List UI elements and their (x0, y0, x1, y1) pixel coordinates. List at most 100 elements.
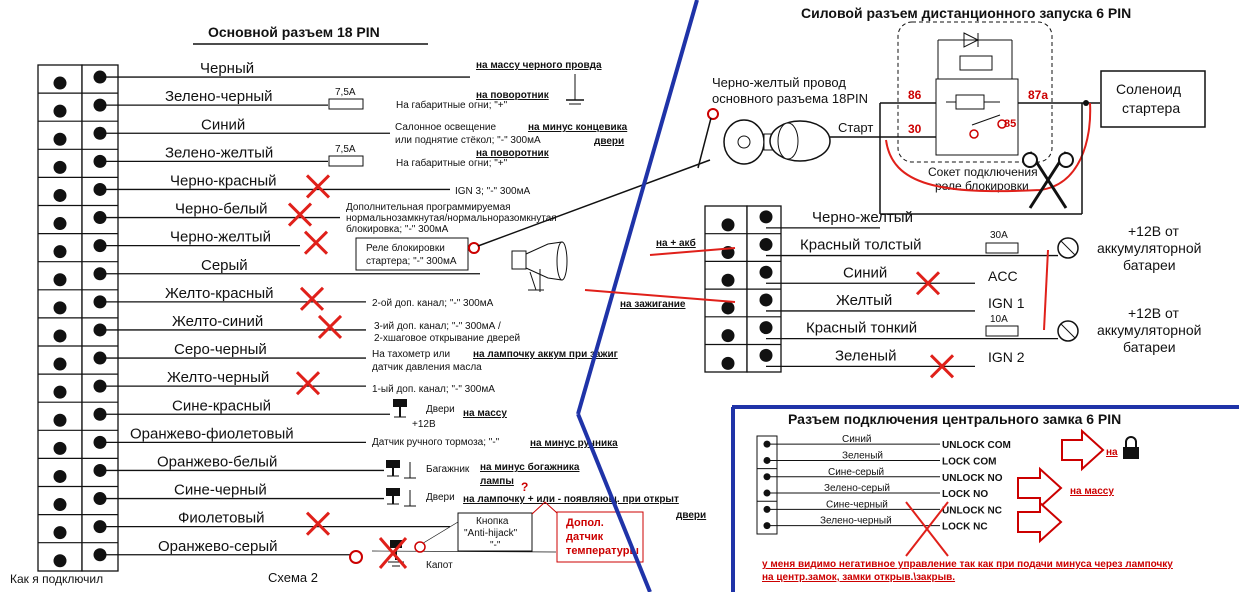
battery-terminal-1-icon (1057, 237, 1079, 259)
note-trunk-1: на минус богажника (480, 461, 580, 473)
main-wire-label: Серо-черный (174, 341, 267, 358)
btn-1: Кнопка (476, 516, 509, 527)
main-annotations: на массу черного провда 7,5А на поворотн… (10, 60, 711, 586)
ch2: 2-ой доп. канал; "-" 300мА (372, 298, 494, 309)
note-ign: на зажигание (620, 299, 686, 310)
note-hb-minus: на минус ручника (530, 438, 618, 449)
temp-1: Допол. (566, 517, 604, 529)
ch3a: 3-ий доп. канал; "-" 300мА / (374, 321, 501, 332)
power-wire-cross-icon (915, 271, 941, 296)
lock-icon (1123, 436, 1139, 459)
lock-signal-label: LOCK COM (942, 456, 996, 467)
main-wire-label: Синий (201, 116, 245, 133)
bat-b-2: аккумуляторной (1097, 322, 1201, 338)
bat-a-1: +12В от (1128, 223, 1179, 239)
power-wire-label: Черно-желтый (812, 209, 913, 226)
salon-2: или поднятие стёкол; "-" 300мА (395, 135, 541, 146)
main-wire-label: Оранжево-фиолетовый (130, 425, 294, 442)
power-wire-label: Красный толстый (800, 237, 922, 254)
power-wire-label: Красный тонкий (806, 320, 917, 337)
main-wire-label: Желто-красный (165, 285, 274, 302)
battery-terminal-2-icon (1057, 320, 1079, 342)
gab-2: На габаритные огни; "+" (396, 157, 508, 169)
salon-1: Салонное освещение (395, 122, 496, 133)
bottom-note-1: у меня видимо негативное управление так … (762, 559, 1173, 570)
main-wire-label: Желто-синий (172, 313, 263, 330)
main-wire-label: Черный (200, 60, 254, 77)
corner-caption: Как я подключил (10, 572, 103, 586)
fuse-10: 10А (990, 314, 1008, 325)
ign2-label: IGN 2 (988, 349, 1025, 365)
main-wire-cross-icon (287, 202, 313, 227)
ign3: IGN 3; "-" 300мА (455, 186, 530, 197)
note-minus-door-2: двери (594, 136, 624, 147)
bat-b-1: +12В от (1128, 305, 1179, 321)
note-lamp-acc: на лампочку аккум при зажиг (473, 349, 618, 360)
note-turn-2: на поворотник (476, 148, 550, 159)
tach-2: датчик давления масла (372, 362, 482, 373)
scissors-icon (1022, 151, 1074, 209)
lock-wire-label: Синий (842, 434, 872, 445)
pin-86: 86 (908, 88, 922, 102)
pin-85: 85 (1004, 118, 1016, 130)
power-wire-label: Желтый (836, 292, 892, 309)
solenoid-2: стартера (1122, 100, 1180, 116)
lock-signal-label: UNLOCK NO (942, 473, 1003, 484)
lock-wire-label: Сине-черный (826, 499, 888, 510)
btn-3: "-" (490, 540, 501, 551)
power-title: Силовой разъем дистанционного запуска 6 … (801, 5, 1131, 21)
fuse-label-2: 7,5А (335, 144, 356, 155)
hb: Датчик ручного тормоза; "-" (372, 437, 500, 448)
ch3b: 2-хшаговое открывание дверей (374, 333, 520, 344)
acc-label: ACC (988, 268, 1018, 284)
note-turn-1: на поворотник (476, 90, 550, 101)
question-mark: ? (521, 480, 528, 494)
main-wire-cross-icon (305, 174, 331, 199)
note-doors-lamp-2: двери (676, 510, 706, 521)
btn-2: "Anti-hijack" (464, 528, 518, 539)
wire-desc-1: Черно-желтый провод (712, 75, 846, 90)
trunk-switch-icon (386, 460, 416, 479)
note-mass: на массу (463, 408, 507, 419)
main-wire-cross-icon (299, 286, 325, 311)
pin-30: 30 (908, 122, 922, 136)
temp-2: датчик (566, 531, 604, 543)
power-wire-cross-icon (929, 354, 955, 379)
main-wire-label: Сине-черный (174, 482, 267, 499)
main-wires: ЧерныйЗелено-черныйСинийЗелено-желтыйЧер… (38, 60, 480, 568)
main-wire-label: Зелено-желтый (165, 144, 273, 161)
bat-b-3: батареи (1123, 339, 1176, 355)
hood: Капот (426, 560, 453, 571)
ign1-label: IGN 1 (988, 295, 1025, 311)
doors-1: Двери (426, 404, 455, 415)
main-wire-label: Черно-белый (175, 201, 267, 218)
note-na: на (1106, 447, 1118, 458)
bat-a-3: батареи (1123, 257, 1176, 273)
doors-2: Двери (426, 492, 455, 503)
main-wire-label: Зелено-черный (165, 88, 273, 105)
note-lock-mass: на массу (1070, 486, 1114, 497)
lock-wire-label: Зелено-черный (820, 516, 892, 527)
socket-1: Сокет подключения (928, 165, 1038, 179)
lock-wire-label: Зеленый (842, 450, 883, 461)
main-wire-cross-icon (303, 230, 329, 255)
power-wire-label: Синий (843, 264, 887, 281)
lock-signal-label: UNLOCK COM (942, 440, 1011, 451)
lock-wire-label: Сине-серый (828, 467, 884, 478)
bat-a-2: аккумуляторной (1097, 240, 1201, 256)
relay-2: стартера; "-" 300мА (366, 256, 457, 267)
prog-3: блокировка; "-" 300мА (346, 223, 449, 235)
lock-connector (756, 435, 778, 535)
main-wire-label: Оранжево-белый (157, 453, 277, 470)
pin-87a: 87a (1028, 88, 1048, 102)
lock-signal-label: LOCK NO (942, 489, 988, 500)
lock-title: Разъем подключения центрального замка 6 … (788, 411, 1121, 427)
main-wire-label: Серый (201, 257, 248, 274)
wire-desc-2: основного разъема 18PIN (712, 91, 868, 106)
plus12: +12В (412, 419, 436, 430)
main-wire-label: Черно-желтый (170, 229, 271, 246)
door-switch-icon (393, 399, 407, 418)
main-wire-cross-icon (295, 371, 321, 396)
